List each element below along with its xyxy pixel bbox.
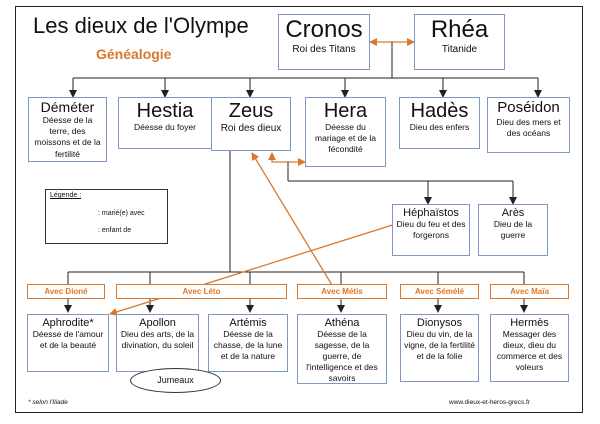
rhea-name: Rhéa [430,16,489,43]
mother-leto-tag: Avec Léto [116,284,287,299]
legend-married-label: : marié(e) avec [98,210,145,217]
legend-child-label: : enfant de [98,227,132,234]
hera-box: Hera Déesse du mariage et de la fécondit… [305,97,386,167]
legend-title: Légende : [50,192,82,199]
hestia-box: Hestia Déesse du foyer [118,97,212,149]
rhea-box: Rhéa Titanide [414,14,505,70]
hestia-name: Hestia [136,100,194,122]
demeter-name: Déméter [40,99,95,115]
aphrodite-name: Aphrodite* [42,317,94,329]
athena-name: Athéna [324,317,360,329]
poseidon-name: Poséidon [497,99,560,116]
demeter-box: Déméter Déesse de la terre, des moissons… [28,97,107,162]
dionysos-box: Dionysos Dieu du vin, de la vigne, de la… [400,314,479,382]
zeus-box: Zeus Roi des dieux [211,97,291,151]
demeter-role: Déesse de la terre, des moissons et de l… [34,115,101,159]
hades-name: Hadès [410,100,469,122]
hermes-role: Messager des dieux, dieu du commerce et … [496,329,563,373]
poseidon-box: Poséidon Dieu des mers et des océans [487,97,570,153]
legend-box: Légende : : marié(e) avec : enfant de [45,189,168,244]
ares-name: Arès [501,207,525,219]
apollon-name: Apollon [139,317,176,329]
apollon-role: Dieu des arts, de la divination, du sole… [120,329,195,351]
hephaistos-role: Dieu du feu et des forgerons [396,219,466,241]
footnote: * selon l'Iliade [28,399,68,406]
zeus-name: Zeus [228,100,274,122]
hera-role: Déesse du mariage et de la fécondité [315,122,376,155]
mother-semele-tag: Avec Sémélé [400,284,479,299]
hermes-box: Hermès Messager des dieux, dieu du comme… [490,314,569,382]
hera-name: Hera [323,100,368,122]
page-subtitle: Généalogie [96,46,172,62]
website-credit: www.dieux-et-heros-grecs.fr [449,399,530,406]
mother-maia-tag: Avec Maïa [490,284,569,299]
zeus-role: Roi des dieux [220,123,282,134]
page-title: Les dieux de l'Olympe [33,13,249,38]
athena-role: Déesse de la sagesse, de la guerre, de l… [306,329,378,384]
hephaistos-box: Héphaïstos Dieu du feu et des forgerons [392,204,470,256]
rhea-role: Titanide [441,44,478,56]
cronos-name: Cronos [285,16,363,43]
aphrodite-box: Aphrodite* Déesse de l'amour et de la be… [27,314,109,372]
hephaistos-name: Héphaïstos [403,207,459,219]
cronos-role: Roi des Titans [292,44,356,56]
apollon-box: Apollon Dieu des arts, de la divination,… [116,314,199,372]
artemis-role: Déesse de la chasse, de la lune et de la… [213,329,283,362]
ares-box: Arès Dieu de la guerre [478,204,548,256]
athena-box: Athéna Déesse de la sagesse, de la guerr… [297,314,387,384]
cronos-box: Cronos Roi des Titans [278,14,370,70]
dionysos-role: Dieu du vin, de la vigne, de la fertilit… [404,329,475,362]
mother-dione-tag: Avec Dioné [27,284,105,299]
dionysos-name: Dionysos [416,317,463,329]
hermes-name: Hermès [510,317,549,329]
aphrodite-role: Déesse de l'amour et de la beauté [32,329,104,351]
ares-role: Dieu de la guerre [493,219,533,241]
twins-label: Jumeaux [130,368,221,393]
hades-box: Hadès Dieu des enfers [399,97,480,149]
artemis-name: Artémis [229,317,267,329]
page-frame [15,6,583,413]
artemis-box: Artémis Déesse de la chasse, de la lune … [208,314,288,372]
hestia-role: Déesse du foyer [134,122,196,132]
hades-role: Dieu des enfers [409,122,470,132]
poseidon-role: Dieu des mers et des océans [496,116,561,138]
mother-metis-tag: Avec Métis [297,284,387,299]
